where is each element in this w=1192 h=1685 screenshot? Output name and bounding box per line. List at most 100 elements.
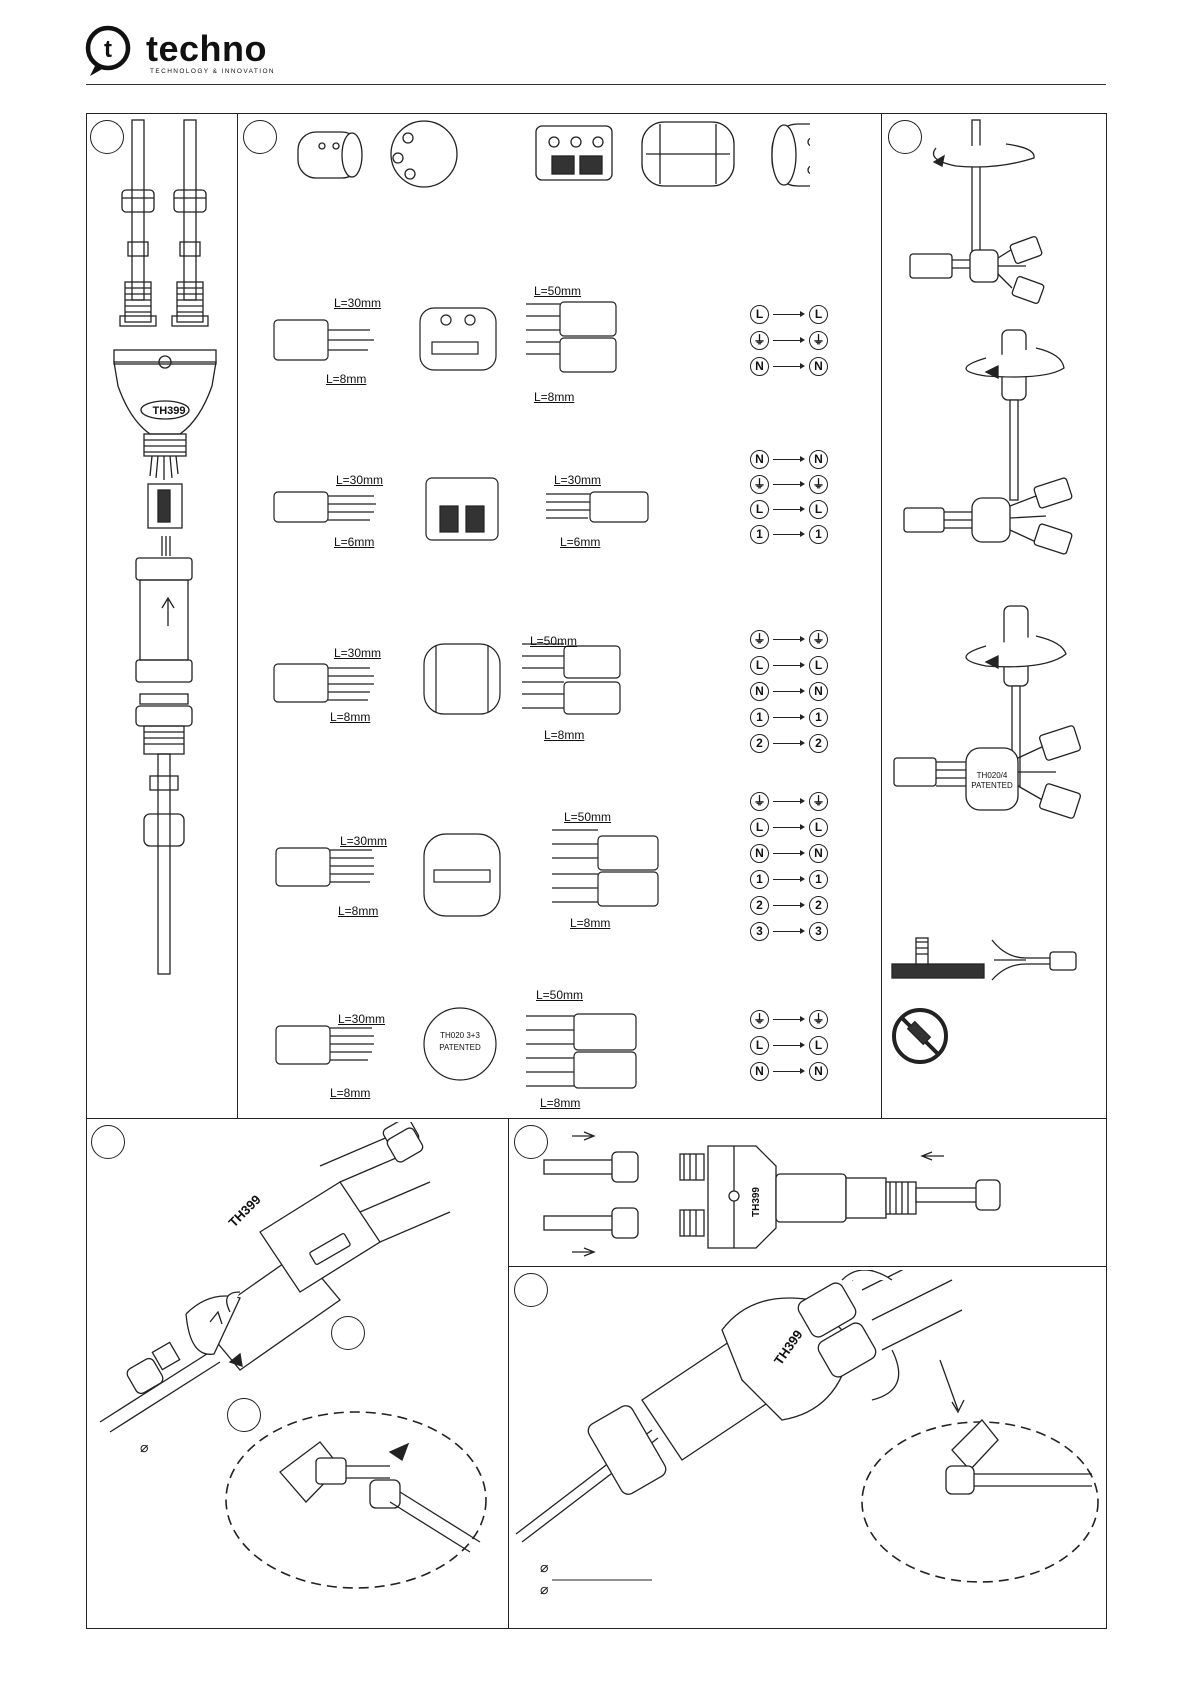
- terminal-left: 2: [750, 896, 769, 915]
- step6-diameter-symbol-1: ⌀: [540, 1559, 548, 1575]
- terminal-right: 1: [809, 708, 828, 727]
- step2-connector-blocks: [297, 120, 810, 188]
- row5-strip-end: L=8mm: [330, 1086, 371, 1100]
- terminal-link-arrow: [773, 362, 805, 370]
- step4-assembly-illustration: TH399 ⌀: [99, 1122, 487, 1589]
- terminal-left: ⏚: [750, 792, 769, 811]
- terminal-link-arrow: [773, 849, 805, 857]
- terminal-link-arrow: [773, 661, 805, 669]
- svg-text:TH020 3+3: TH020 3+3: [440, 1031, 480, 1040]
- terminal-right: ⏚: [809, 630, 828, 649]
- terminal-left: ⏚: [750, 475, 769, 494]
- terminal-left: N: [750, 357, 769, 376]
- step4-diameter-symbol: ⌀: [140, 1439, 148, 1455]
- svg-text:PATENTED: PATENTED: [439, 1043, 481, 1052]
- terminal-link-arrow: [773, 797, 805, 805]
- row3-strip-length: L=30mm: [334, 646, 382, 660]
- terminal-left: 1: [750, 708, 769, 727]
- terminal-right: L: [809, 656, 828, 675]
- step2-wire-diagrams: TH020 3+3 PATENTED: [273, 301, 659, 1089]
- terminal-right: 1: [809, 870, 828, 889]
- row3-strip-end: L=8mm: [330, 710, 371, 724]
- terminal-right: ⏚: [809, 1010, 828, 1029]
- terminal-left: L: [750, 656, 769, 675]
- step5-assembly-illustration: TH399: [543, 1131, 1001, 1257]
- panel-step6: [508, 1266, 1107, 1629]
- terminal-link-arrow: [773, 875, 805, 883]
- row5-out-end: L=8mm: [540, 1096, 581, 1110]
- terminal-link-arrow: [773, 687, 805, 695]
- terminal-right: 1: [809, 525, 828, 544]
- header-divider: [86, 84, 1106, 85]
- terminal-right: L: [809, 305, 828, 324]
- row3-out-end: L=8mm: [544, 728, 585, 742]
- row2-strip-end: L=6mm: [334, 535, 375, 549]
- step1-assembly-illustration: TH399: [113, 119, 217, 975]
- terminal-left: L: [750, 500, 769, 519]
- svg-text:TH399: TH399: [152, 405, 185, 417]
- row5-out-length: L=50mm: [536, 988, 584, 1002]
- terminal-link-arrow: [773, 1067, 805, 1075]
- brand-logo: t techno TECHNOLOGY & INNOVATION: [84, 24, 294, 80]
- terminal-right: N: [809, 450, 828, 469]
- step3-screwdriver-illustrations: TH020/4 PATENTED: [891, 119, 1082, 1064]
- terminal-right: ⏚: [809, 475, 828, 494]
- terminal-right: N: [809, 1062, 828, 1081]
- step6-assembly-illustration: TH399 ⌀ ⌀: [515, 1270, 1099, 1597]
- terminal-link-arrow: [773, 739, 805, 747]
- step-marker-3: [888, 120, 922, 154]
- svg-text:TH399: TH399: [226, 1192, 264, 1230]
- row1-out-length: L=50mm: [534, 284, 582, 298]
- row1-strip-length: L=30mm: [334, 296, 382, 310]
- terminal-left: 2: [750, 734, 769, 753]
- row2-out-end: L=6mm: [560, 535, 601, 549]
- terminal-link-arrow: [773, 505, 805, 513]
- logo-mark-icon: t: [85, 25, 131, 76]
- svg-text:TH020/4: TH020/4: [977, 771, 1008, 780]
- row5-strip-length: L=30mm: [338, 1012, 386, 1026]
- terminal-right: ⏚: [809, 331, 828, 350]
- terminal-link-arrow: [773, 713, 805, 721]
- row4-strip-length: L=30mm: [340, 834, 388, 848]
- row1-out-end: L=8mm: [534, 390, 575, 404]
- svg-text:TH399: TH399: [751, 1187, 762, 1217]
- step-marker-4a: [331, 1316, 365, 1350]
- terminal-link-arrow: [773, 901, 805, 909]
- terminal-link-arrow: [773, 336, 805, 344]
- terminal-left: L: [750, 1036, 769, 1055]
- terminal-left: N: [750, 1062, 769, 1081]
- terminal-right: L: [809, 1036, 828, 1055]
- terminal-link-arrow: [773, 823, 805, 831]
- terminal-link-arrow: [773, 530, 805, 538]
- row1-strip-end: L=8mm: [326, 372, 367, 386]
- step-marker-5: [514, 1125, 548, 1159]
- terminal-left: L: [750, 818, 769, 837]
- terminal-left: 1: [750, 870, 769, 889]
- terminal-right: ⏚: [809, 792, 828, 811]
- svg-text:t: t: [104, 36, 112, 63]
- terminal-right: 3: [809, 922, 828, 941]
- terminal-left: ⏚: [750, 1010, 769, 1029]
- terminal-left: N: [750, 844, 769, 863]
- terminal-right: L: [809, 818, 828, 837]
- step-marker-4: [91, 1125, 125, 1159]
- step6-diameter-symbol-2: ⌀: [540, 1581, 548, 1597]
- terminal-link-arrow: [773, 1041, 805, 1049]
- terminal-link-arrow: [773, 1015, 805, 1023]
- step-marker-6: [514, 1273, 548, 1307]
- terminal-right: N: [809, 844, 828, 863]
- step-marker-4b: [227, 1398, 261, 1432]
- terminal-left: ⏚: [750, 630, 769, 649]
- svg-text:PATENTED: PATENTED: [971, 781, 1013, 790]
- row3-out-length: L=50mm: [530, 634, 578, 648]
- terminal-left: N: [750, 682, 769, 701]
- terminal-left: ⏚: [750, 331, 769, 350]
- terminal-right: N: [809, 682, 828, 701]
- step-marker-2: [243, 120, 277, 154]
- terminal-left: 1: [750, 525, 769, 544]
- terminal-link-arrow: [773, 455, 805, 463]
- row4-out-length: L=50mm: [564, 810, 612, 824]
- terminal-link-arrow: [773, 635, 805, 643]
- row4-out-end: L=8mm: [570, 916, 611, 930]
- step-marker-1: [90, 120, 124, 154]
